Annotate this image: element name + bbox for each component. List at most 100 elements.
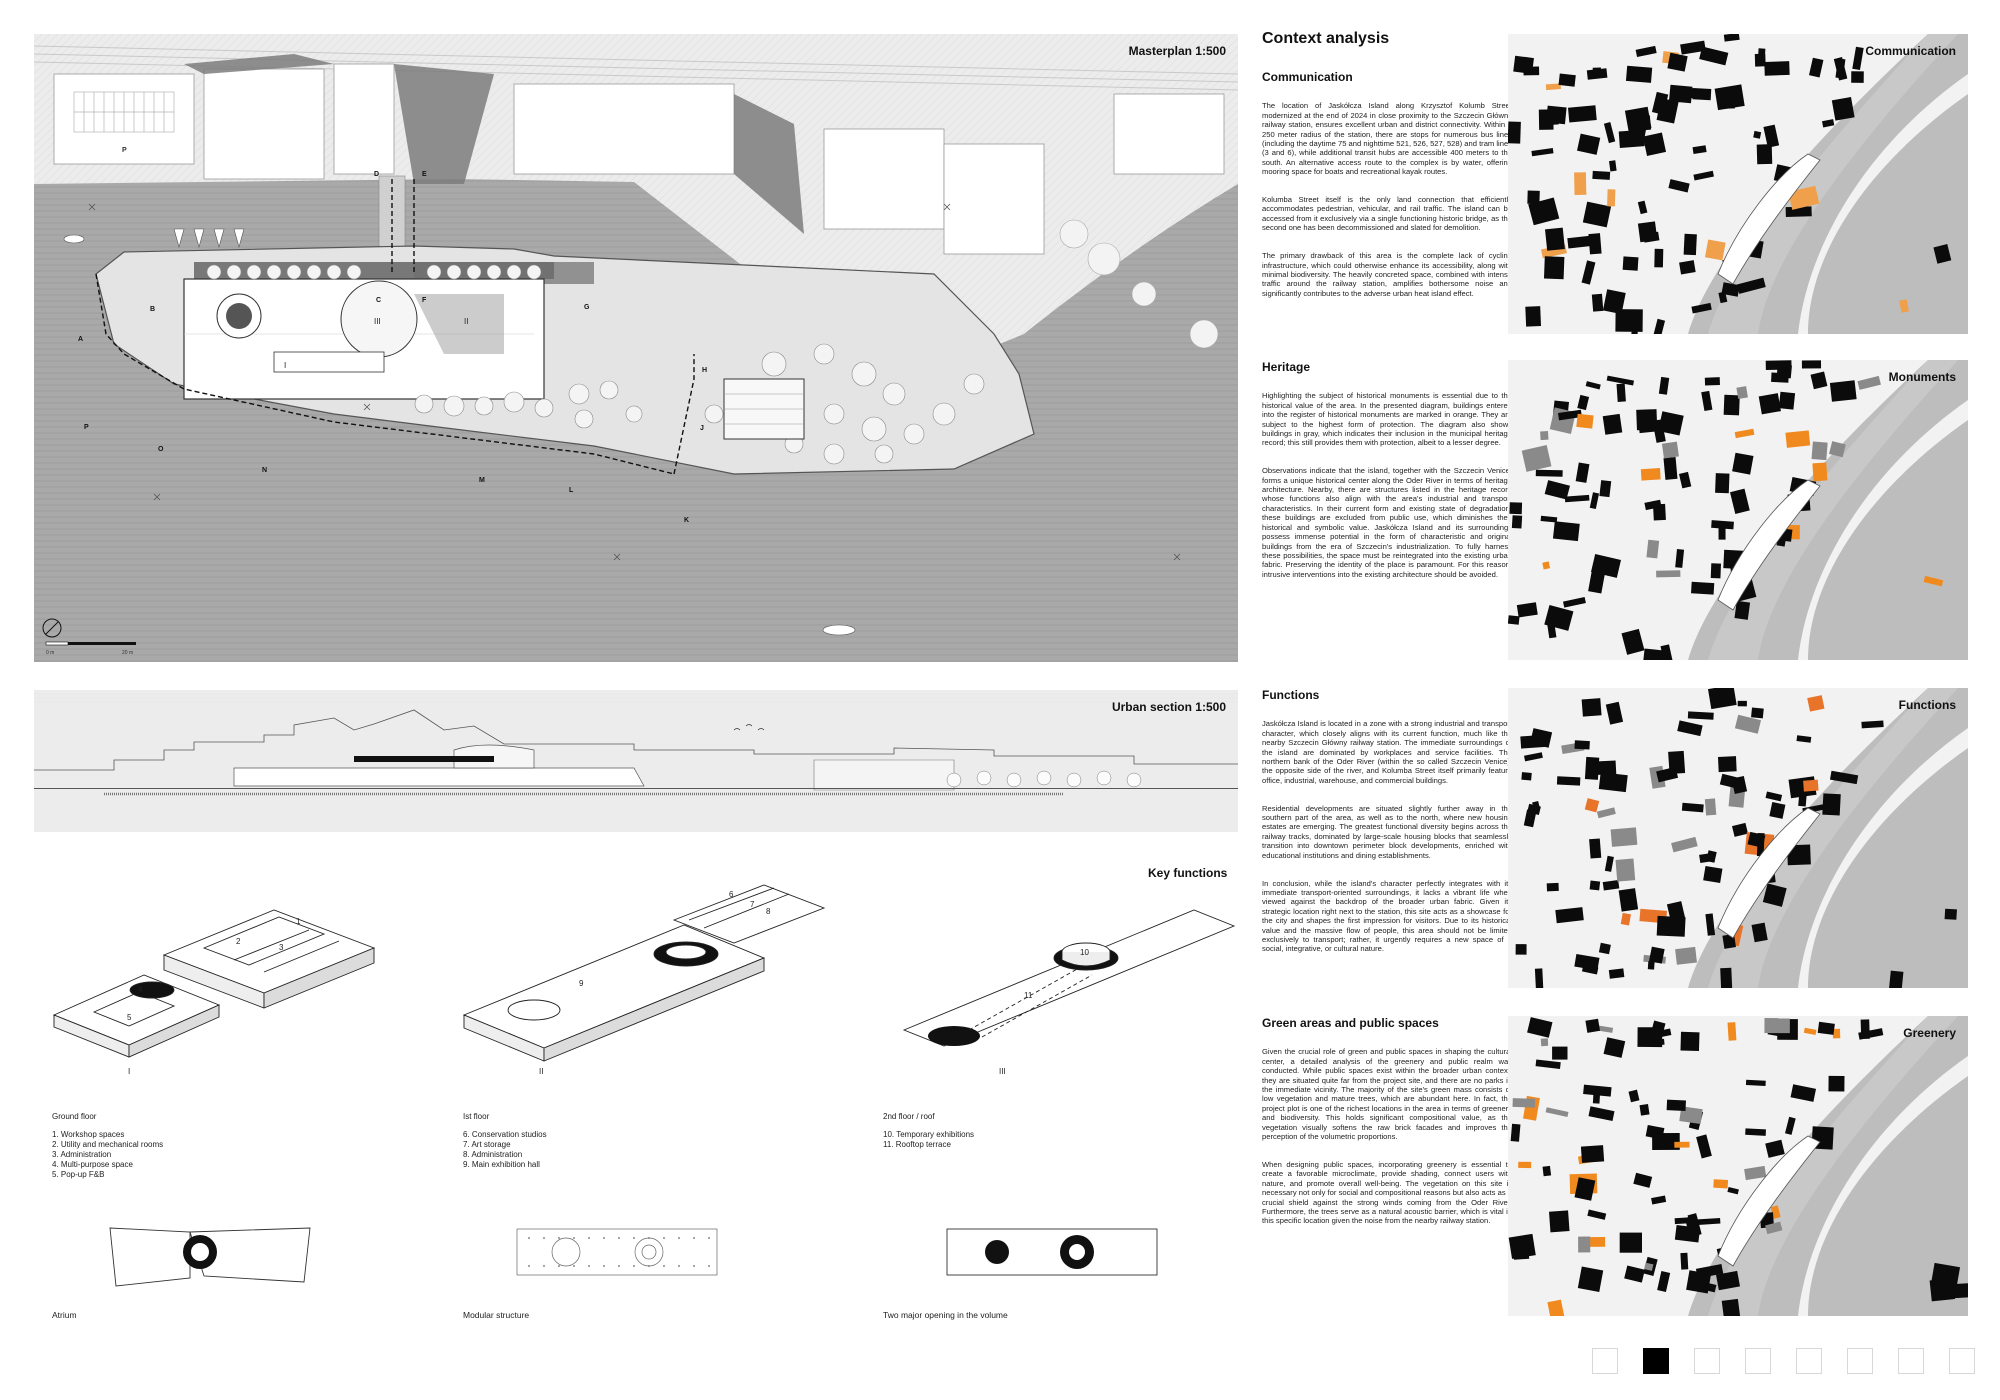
page-dot-3[interactable]	[1694, 1348, 1720, 1374]
context-title: Context analysis	[1262, 30, 1390, 47]
kf-number-6: 6	[729, 890, 734, 899]
level-2-item: 6. Conservation studios	[463, 1130, 547, 1139]
map-label: Monuments	[1888, 370, 1956, 384]
volume-label-3: III	[374, 317, 381, 326]
key-functions-title: Key functions	[1148, 866, 1228, 880]
caption-atrium: Atrium	[52, 1310, 77, 1320]
level-3-item: 11. Rooftop terrace	[883, 1140, 951, 1149]
masterplan-panel: P I III II	[34, 34, 1238, 662]
concept-diagrams	[109, 1227, 1158, 1287]
kf-roman-3: III	[999, 1067, 1006, 1076]
page-dot-7[interactable]	[1898, 1348, 1924, 1374]
heading-green: Green areas and public spaces	[1262, 1016, 1439, 1030]
page-dot-6[interactable]	[1847, 1348, 1873, 1374]
text-functions: Jaskółcza Island is located in a zone wi…	[1262, 710, 1512, 963]
kf-number-2: 2	[236, 937, 241, 946]
parking-label: P	[122, 147, 127, 154]
level-3-heading: 2nd floor / roof	[883, 1112, 935, 1121]
key-functions-axonometrics: 1 2 3 4 5 I 6 7 8 9 II 10 11 III	[52, 884, 1236, 1076]
marker-O: O	[158, 446, 164, 453]
level-1-item: 1. Workshop spaces	[52, 1130, 125, 1139]
context-map-monuments: Monuments	[1508, 360, 1968, 660]
north-arrow-icon	[42, 618, 62, 638]
caption-openings: Two major opening in the volume	[883, 1310, 1008, 1320]
masterplan-drawing: P I III II	[34, 34, 1238, 662]
level-1-item: 2. Utility and mechanical rooms	[52, 1140, 164, 1149]
level-1-heading: Ground floor	[52, 1112, 97, 1121]
level-2-list: Ist floor 6. Conservation studios 7. Art…	[463, 1112, 743, 1170]
text-heritage: Highlighting the subject of historical m…	[1262, 382, 1512, 589]
context-map-communication: Communication	[1508, 34, 1968, 334]
heading-communication: Communication	[1262, 70, 1353, 84]
kf-number-10: 10	[1080, 948, 1089, 957]
marker-H: H	[702, 367, 707, 374]
kf-number-3: 3	[279, 943, 284, 952]
paragraph: Jaskółcza Island is located in a zone wi…	[1262, 719, 1512, 785]
volume-label-1: I	[284, 361, 286, 370]
paragraph: The primary drawback of this area is the…	[1262, 251, 1512, 298]
map-label: Communication	[1865, 44, 1956, 58]
paragraph: Observations indicate that the island, t…	[1262, 466, 1512, 579]
section-panel: Urban section 1:500	[34, 690, 1238, 832]
heading-heritage: Heritage	[1262, 360, 1311, 374]
map-drawing	[1515, 688, 1968, 988]
kf-roman-2: II	[539, 1067, 543, 1076]
level-2-heading: Ist floor	[463, 1112, 490, 1121]
page-dot-1[interactable]	[1592, 1348, 1618, 1374]
kf-number-5: 5	[127, 1013, 132, 1022]
masterplan-title: Masterplan 1:500	[1128, 44, 1226, 58]
scale-right: 20 m	[122, 650, 133, 656]
marker-M: M	[479, 477, 485, 484]
marker-N: N	[262, 467, 267, 474]
heading-functions: Functions	[1262, 688, 1320, 702]
caption-modular: Modular structure	[463, 1310, 530, 1320]
text-communication: The location of Jaskółcza Island along K…	[1262, 92, 1512, 308]
paragraph: Kolumba Street itself is the only land c…	[1262, 195, 1512, 233]
paragraph: Highlighting the subject of historical m…	[1262, 391, 1512, 448]
page-dot-5[interactable]	[1796, 1348, 1822, 1374]
kf-number-7: 7	[750, 900, 755, 909]
page-dot-4[interactable]	[1745, 1348, 1771, 1374]
kf-number-4: 4	[138, 985, 143, 994]
level-3-list: 2nd floor / roof 10. Temporary exhibitio…	[883, 1112, 1163, 1150]
paragraph: In conclusion, while the island's charac…	[1262, 878, 1512, 954]
level-2-item: 7. Art storage	[463, 1140, 511, 1149]
level-1-item: 3. Administration	[52, 1150, 112, 1159]
marker-B: B	[150, 306, 155, 313]
marker-K: K	[684, 517, 689, 524]
level-1-item: 4. Multi-purpose space	[52, 1160, 133, 1169]
volume-label-2: II	[464, 317, 468, 326]
context-map-functions: Functions	[1508, 688, 1968, 988]
kf-number-11: 11	[1024, 991, 1033, 1000]
marker-A: A	[78, 336, 83, 343]
section-title: Urban section 1:500	[1111, 700, 1226, 714]
marker-G: G	[584, 304, 590, 311]
marker-C: C	[376, 297, 381, 304]
marker-D: D	[374, 171, 379, 178]
level-1-item: 5. Pop-up F&B	[52, 1170, 105, 1179]
paragraph: Given the crucial role of green and publ…	[1262, 1047, 1512, 1142]
marker-P: P	[84, 424, 89, 431]
marker-E: E	[422, 171, 427, 178]
page-dot-8[interactable]	[1949, 1348, 1975, 1374]
level-2-item: 9. Main exhibition hall	[463, 1160, 540, 1169]
map-drawing	[1508, 1016, 1968, 1316]
kf-number-9: 9	[579, 979, 584, 988]
paragraph: The location of Jaskółcza Island along K…	[1262, 101, 1512, 177]
map-drawing	[1508, 34, 1968, 334]
section-drawing	[34, 690, 1238, 832]
scale-left: 0 m	[46, 650, 54, 656]
kf-number-8: 8	[766, 907, 771, 916]
level-2-item: 8. Administration	[463, 1150, 523, 1159]
marker-J: J	[700, 425, 704, 432]
marker-L: L	[569, 487, 574, 494]
kf-roman-1: I	[128, 1067, 130, 1076]
map-drawing	[1508, 360, 1968, 660]
text-green: Given the crucial role of green and publ…	[1262, 1038, 1512, 1235]
context-map-greenery: Greenery	[1508, 1016, 1968, 1316]
kf-number-1: 1	[296, 917, 301, 926]
paragraph: When designing public spaces, incorporat…	[1262, 1159, 1512, 1226]
marker-F: F	[422, 297, 427, 304]
page-dot-2[interactable]	[1643, 1348, 1669, 1374]
map-label: Greenery	[1903, 1026, 1956, 1040]
